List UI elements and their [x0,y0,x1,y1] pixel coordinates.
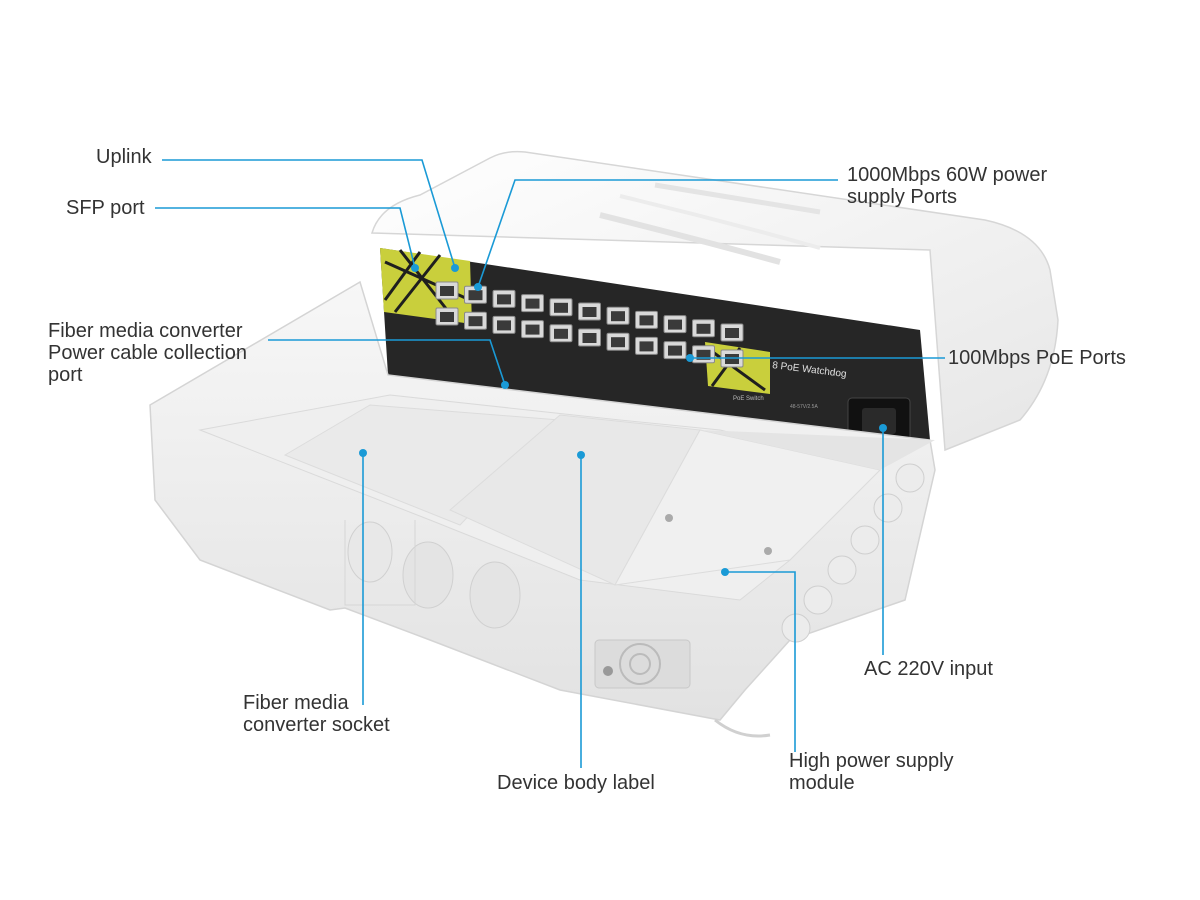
ethernet-port-socket [468,316,483,327]
ethernet-port-socket [554,302,568,313]
ethernet-port-socket [725,354,739,364]
ethernet-port-socket [554,328,568,339]
ethernet-port-socket [668,345,682,356]
body-label-label: Device body label [497,772,655,794]
fiber-power-port-label: Fiber media converter Power cable collec… [48,320,247,386]
ethernet-port-socket [611,311,625,322]
ethernet-port-socket [525,324,540,335]
ethernet-port-socket [440,312,454,322]
cable-glands [781,463,925,643]
panel-model-text: PoE Switch [733,396,764,402]
ethernet-port-socket [611,337,625,348]
power-module-label: High power supply module [789,750,954,794]
ac-input-label: AC 220V input [864,658,993,680]
sfp-port-label: SFP port [66,197,145,219]
ethernet-port-socket [440,286,454,296]
ethernet-port-socket [497,294,511,305]
fiber-socket-label: Fiber media converter socket [243,692,390,736]
ethernet-port-socket [696,349,711,360]
uplink-label: Uplink [96,146,152,168]
ethernet-ports [435,281,744,368]
leader-lines [155,159,945,768]
ethernet-port-socket [639,315,654,326]
ethernet-port-socket [668,319,682,330]
poe-ports-label: 100Mbps PoE Ports [948,347,1126,369]
ethernet-port-socket [582,307,597,317]
ethernet-port-socket [525,298,540,309]
ethernet-port-socket [639,341,654,352]
ethernet-port-socket [497,320,511,331]
front-panel: 8 PoE Watchdog PoE Switch 48-57V/2.5A [380,248,930,443]
ethernet-port-socket [582,333,597,343]
ethernet-port-socket [725,328,739,338]
fan-grille [594,639,691,689]
housing-lid [371,150,1059,452]
ethernet-port-socket [468,290,483,301]
gigabit-poe-ports-label: 1000Mbps 60W power supply Ports [847,164,1048,208]
panel-spec-text: 48-57V/2.5A [790,404,818,410]
ethernet-port-socket [696,323,711,334]
